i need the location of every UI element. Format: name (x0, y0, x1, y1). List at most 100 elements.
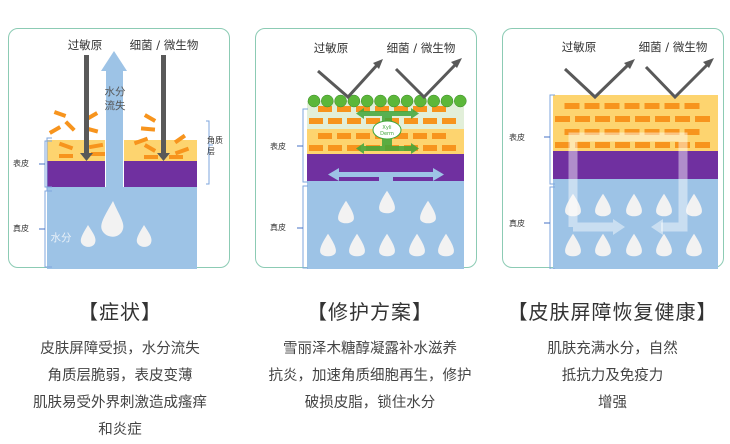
epidermis-label: 表皮 (270, 142, 286, 151)
brick (684, 129, 700, 135)
brick (655, 116, 670, 122)
brick (432, 133, 446, 139)
brick (394, 106, 408, 112)
brick (655, 142, 670, 148)
basal-layer-left (47, 161, 105, 187)
brick (423, 145, 437, 151)
caption-line: 抗炎，加速角质细胞再生，修护 (268, 368, 472, 384)
allergen-label: 过敏原 (562, 40, 597, 54)
protective-dot (374, 94, 387, 108)
moisture-spread-arrow (328, 168, 444, 187)
brick (423, 118, 437, 124)
brick (564, 103, 580, 109)
protective-dot (387, 94, 401, 108)
brick (309, 145, 323, 151)
caption-line: 和炎症 (98, 422, 142, 438)
brick (595, 142, 610, 148)
dermis-label: 真皮 (13, 224, 29, 233)
brick (328, 145, 342, 151)
brick (615, 116, 630, 122)
brick (644, 129, 660, 135)
brick (575, 116, 590, 122)
water-drops (320, 190, 454, 257)
water-label: 水分 (51, 232, 72, 244)
stratum-corneum-label: 角质层 (207, 136, 223, 156)
protective-dot (440, 94, 454, 108)
brick (675, 116, 690, 122)
brick (624, 129, 640, 135)
dermis-label: 真皮 (270, 223, 286, 232)
brick (318, 133, 332, 139)
protective-dot (347, 94, 361, 108)
dermis-label: 真皮 (509, 219, 525, 228)
brick (684, 103, 700, 109)
basal-layer-right (124, 161, 197, 187)
brick (413, 106, 427, 112)
xyliderm-logo (372, 120, 402, 140)
brick (555, 142, 570, 148)
brick (413, 133, 427, 139)
brick (442, 145, 456, 151)
water-drop (656, 193, 672, 217)
microbe-label: 细菌 / 微生物 (387, 41, 456, 55)
brick (328, 118, 342, 124)
protective-film (307, 94, 467, 108)
caption-line: 肌肤易受外界刺激造成瘙痒 (33, 395, 207, 411)
brick (337, 133, 351, 139)
brick (595, 116, 610, 122)
brick (347, 118, 361, 124)
brick (347, 145, 361, 151)
water-drop (420, 200, 436, 224)
protective-dot (427, 94, 440, 108)
brick (356, 133, 370, 139)
diagram-healthy-skin: 过敏原 细菌 / 微生物 (544, 40, 718, 269)
water-drop (320, 233, 336, 257)
brick (394, 133, 408, 139)
brick (695, 116, 710, 122)
caption-symptoms: 【症状】 皮肤屏障受损，水分流失 角质层脆弱，表皮变薄 肌肤易受外界刺激造成瘙痒… (0, 298, 240, 444)
diagram-damaged-skin: 水分 流失 过敏原 细菌 / 微生物 (39, 38, 213, 269)
brick (404, 118, 418, 124)
circulation-loop (568, 132, 688, 232)
brick (575, 142, 590, 148)
brick (309, 118, 323, 124)
water-drop (595, 233, 611, 257)
brick (664, 129, 680, 135)
brick (555, 116, 570, 122)
brick-rows (309, 106, 456, 151)
water-loss-label-1: 水分 (105, 86, 126, 98)
epidermis-label: 表皮 (13, 159, 29, 168)
water-drop (379, 233, 395, 257)
brick (604, 129, 620, 135)
water-drop (565, 193, 581, 217)
basal-layer (553, 151, 718, 179)
water-drop (626, 233, 642, 257)
brick (695, 142, 710, 148)
water-drops (80, 201, 152, 247)
microbe-label: 细菌 / 微生物 (130, 38, 199, 52)
caption-line: 角质层脆弱，表皮变薄 (47, 368, 193, 384)
panel-recovery: 过敏原 细菌 / 微生物 表皮 真皮 (502, 28, 724, 269)
panel-symptoms: 水分 流失 过敏原 细菌 / 微生物 (8, 28, 230, 269)
brick (635, 116, 650, 122)
water-drop (438, 233, 454, 257)
brick (604, 103, 620, 109)
caption-title: 【症状】 (78, 300, 162, 324)
caption-line: 抵抗力及免疫力 (561, 368, 664, 384)
caption-line: 肌肤充满水分，自然 (547, 341, 678, 357)
water-drop (409, 233, 425, 257)
brick (675, 142, 690, 148)
brick (615, 142, 630, 148)
water-drop (686, 193, 702, 217)
brick (584, 103, 600, 109)
protective-dot (321, 94, 334, 108)
panel-repair: Xyli Derm 过敏原 细菌 / 微生物 表皮 真皮 (255, 28, 477, 269)
epidermis-label: 表皮 (509, 133, 525, 142)
brick (635, 142, 650, 148)
water-drops (565, 193, 702, 257)
brick (664, 103, 680, 109)
caption-title: 【皮肤屏障恢复健康】 (507, 300, 718, 324)
caption-title: 【修护方案】 (307, 300, 433, 324)
protective-dot (360, 94, 374, 108)
brick (432, 106, 446, 112)
